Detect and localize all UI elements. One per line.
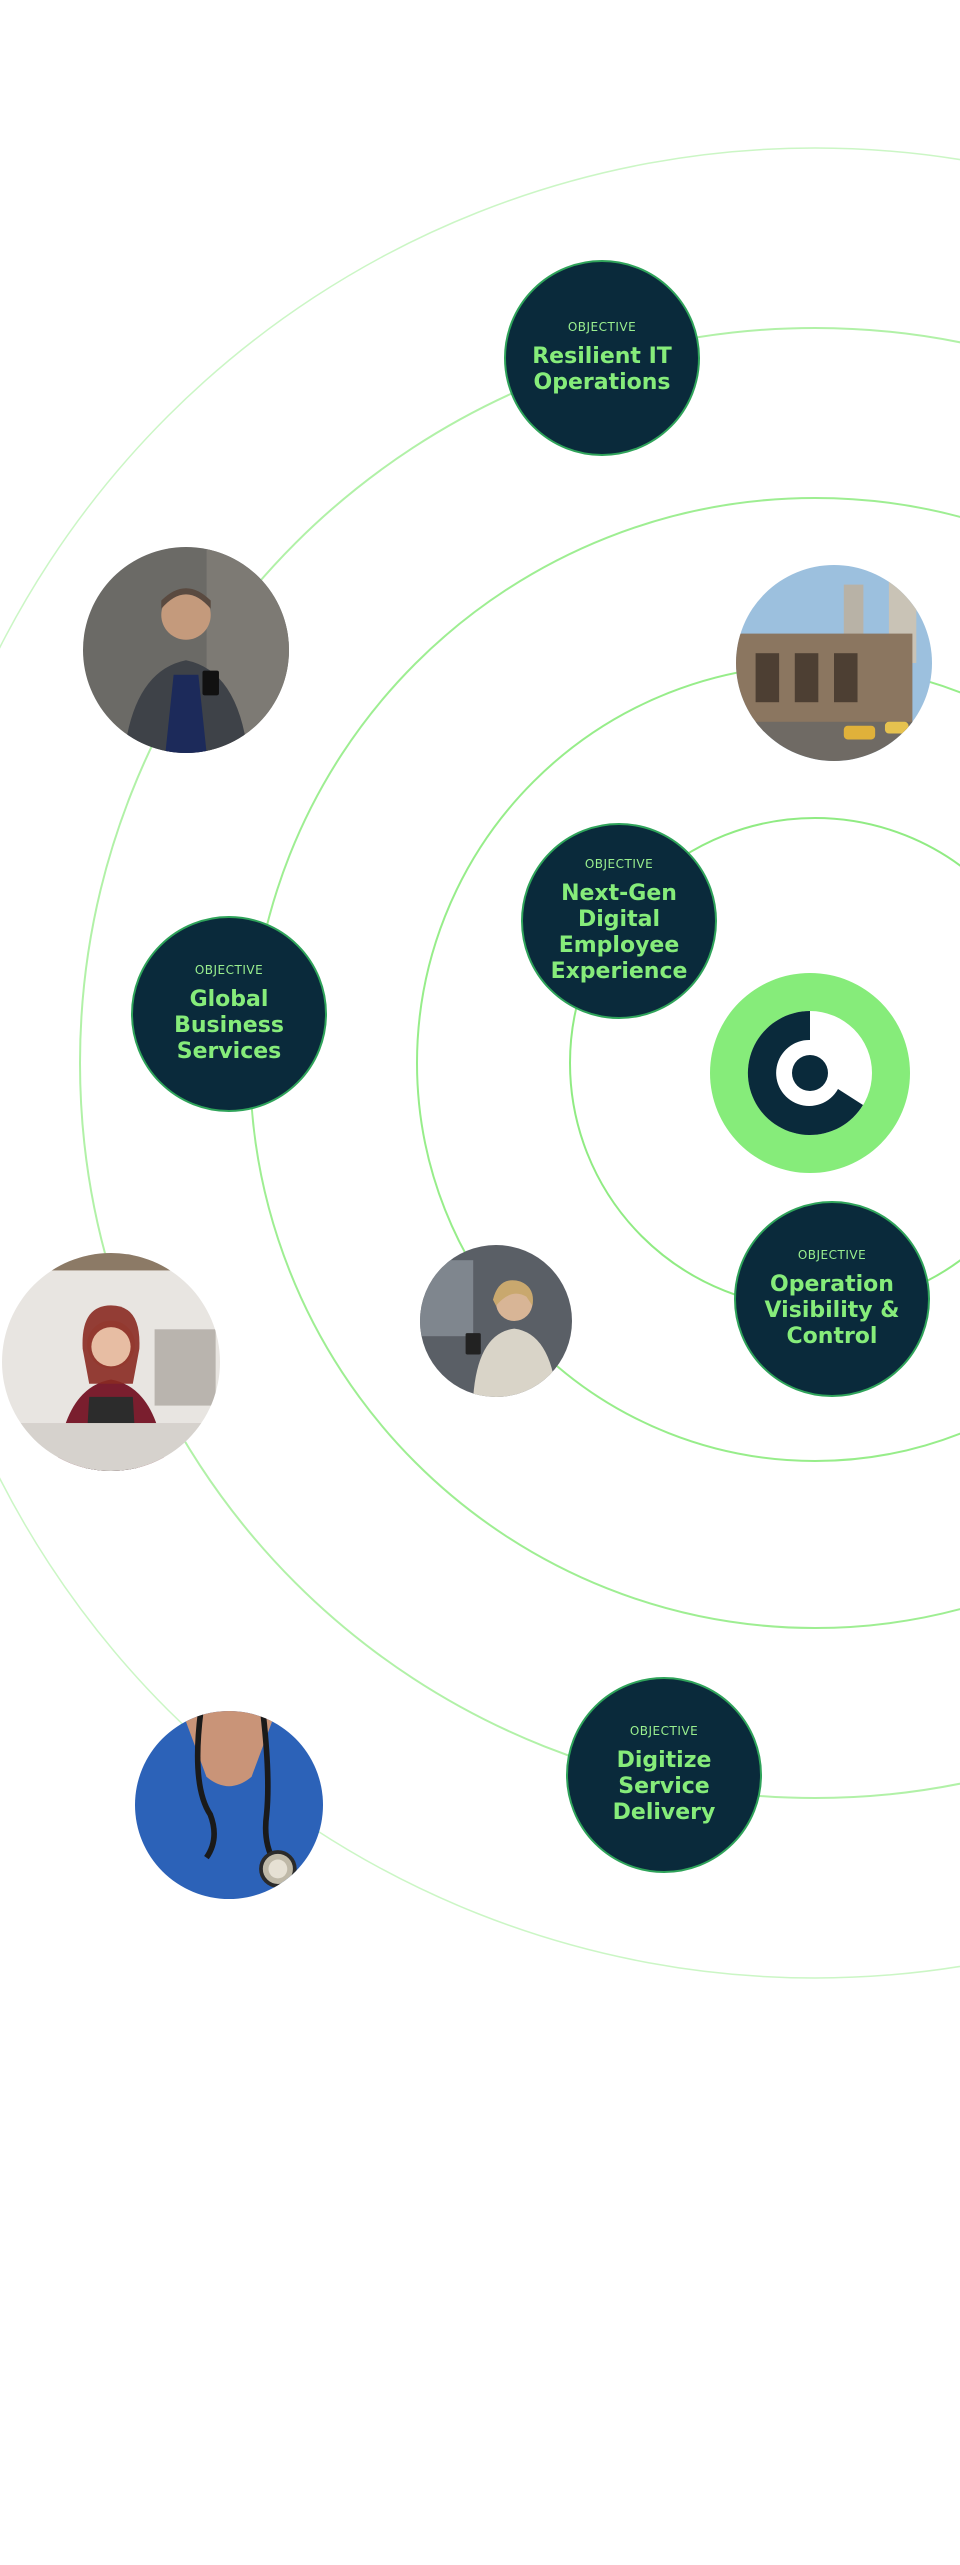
photo-woman-with-phone-in-train — [420, 1245, 572, 1397]
objective-digitize-service-delivery[interactable]: OBJECTIVE Digitize Service Delivery — [566, 1677, 762, 1873]
objective-title: Resilient IT Operations — [532, 344, 672, 395]
objective-title: Next-Gen Digital Employee Experience — [550, 881, 688, 984]
objective-title: Operation Visibility & Control — [764, 1272, 900, 1349]
photo-grand-central-terminal — [736, 565, 932, 761]
objective-kicker: OBJECTIVE — [567, 320, 637, 334]
objective-global-business-services[interactable]: OBJECTIVE Global Business Services — [131, 916, 327, 1112]
photo-nurse-stethoscope — [135, 1711, 323, 1899]
ring-4 — [79, 327, 960, 1799]
target-logo-icon — [710, 973, 910, 1173]
objective-kicker: OBJECTIVE — [629, 1724, 699, 1738]
photo-woman-shop-owner — [2, 1253, 220, 1471]
objective-kicker: OBJECTIVE — [194, 963, 264, 977]
objective-operation-visibility-control[interactable]: OBJECTIVE Operation Visibility & Control — [734, 1201, 930, 1397]
photo-man-with-phone — [83, 547, 289, 753]
objective-next-gen-digital-employee-experience[interactable]: OBJECTIVE Next-Gen Digital Employee Expe… — [521, 823, 717, 1019]
objective-resilient-it-operations[interactable]: OBJECTIVE Resilient IT Operations — [504, 260, 700, 456]
objective-kicker: OBJECTIVE — [584, 857, 654, 871]
objective-title: Global Business Services — [174, 987, 284, 1064]
objective-kicker: OBJECTIVE — [797, 1248, 867, 1262]
objective-title: Digitize Service Delivery — [612, 1748, 716, 1825]
ring-5 — [0, 147, 960, 1979]
